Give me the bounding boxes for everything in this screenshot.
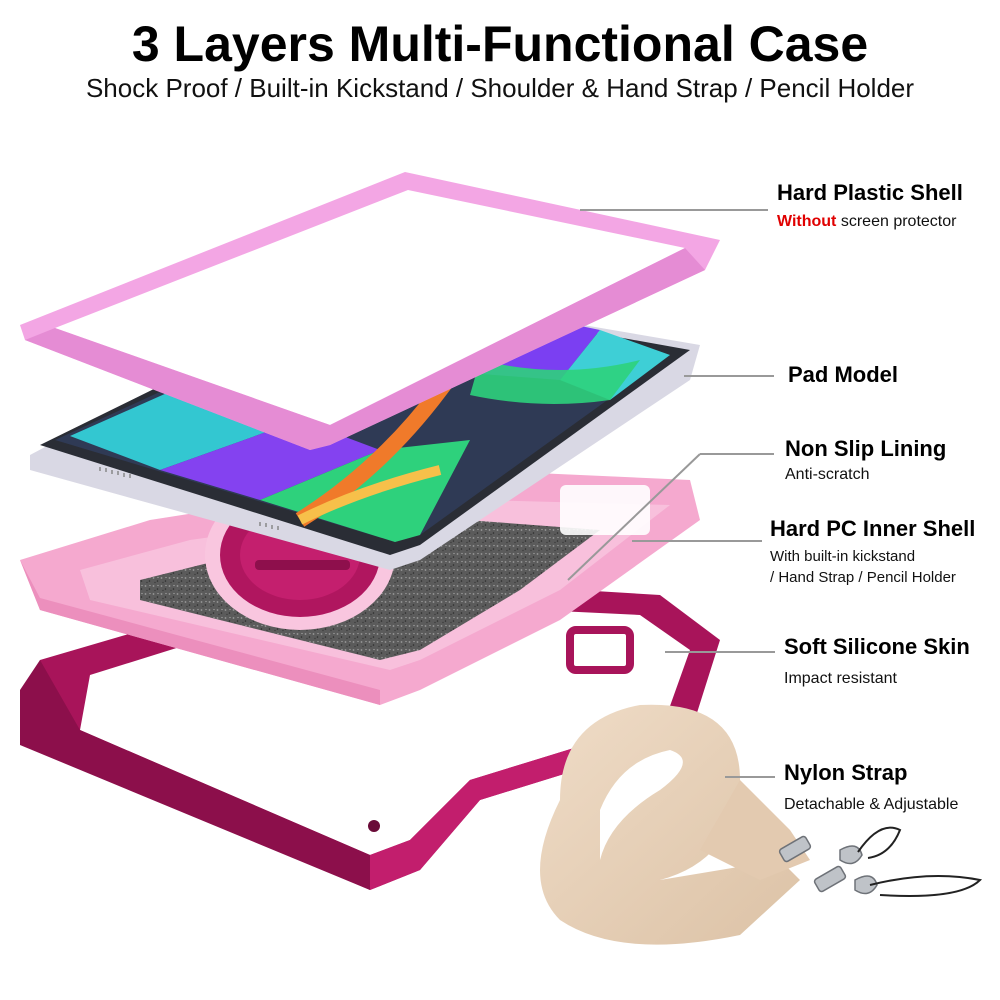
callout-subtitle-line2: / Hand Strap / Pencil Holder: [770, 569, 956, 586]
leader-line-non-slip-lining: [700, 453, 774, 455]
leader-line-soft-silicone-skin: [665, 651, 775, 653]
callout-title: Hard Plastic Shell: [777, 180, 963, 205]
product-exploded-illustration: [20, 172, 983, 945]
leader-line-hard-pc-inner-shell: [632, 540, 762, 542]
callout-title: Non Slip Lining: [785, 436, 947, 461]
callout-soft-silicone-skin: Soft Silicone Skin Impact resistant: [784, 634, 970, 689]
callout-nylon-strap: Nylon Strap Detachable & Adjustable: [784, 760, 958, 815]
hard-plastic-shell-graphic: [20, 172, 720, 450]
page-title: 3 Layers Multi-Functional Case: [131, 16, 869, 72]
callout-subtitle: Anti-scratch: [785, 466, 870, 483]
callout-pad-model: Pad Model: [788, 362, 898, 388]
leader-line-pad-model: [684, 375, 774, 377]
nylon-strap-graphic: [540, 704, 983, 945]
callout-non-slip-lining: Non Slip Lining Anti-scratch: [785, 436, 946, 485]
callout-subtitle: Impact resistant: [784, 670, 897, 687]
leader-diagonal-non-slip-lining: [567, 453, 701, 581]
leader-line-hard-plastic-shell: [580, 209, 768, 211]
page-subtitle: Shock Proof / Built-in Kickstand / Shoul…: [85, 73, 915, 103]
highlight-without: Without: [777, 213, 837, 230]
callout-hard-plastic-shell: Hard Plastic Shell Without screen protec…: [777, 180, 963, 232]
callout-subtitle: screen protector: [840, 213, 957, 230]
callout-subtitle-line1: With built-in kickstand: [770, 548, 916, 565]
callout-hard-pc-inner-shell: Hard PC Inner Shell With built-in kickst…: [770, 516, 975, 588]
callout-subtitle: Detachable & Adjustable: [784, 796, 959, 813]
callout-title: Nylon Strap: [784, 760, 908, 785]
callout-title: Hard PC Inner Shell: [770, 516, 976, 541]
callout-title: Pad Model: [788, 362, 899, 387]
callout-title: Soft Silicone Skin: [784, 634, 970, 659]
leader-line-nylon-strap: [725, 776, 775, 778]
